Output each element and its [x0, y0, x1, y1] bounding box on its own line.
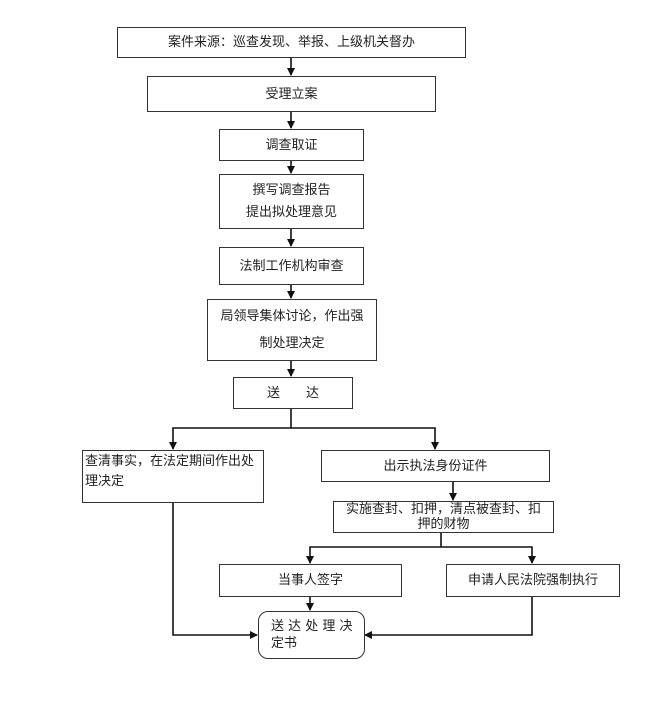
- node-clarify-facts-line1: 查清事实，在法定期间作出处: [85, 454, 255, 469]
- node-write-report-line2: 提出拟处理意见: [245, 205, 337, 220]
- node-clarify-facts-line2: 理决定: [85, 474, 125, 489]
- node-party-sign: 当事人签字: [219, 564, 402, 597]
- node-deliver: 送 达: [233, 377, 353, 409]
- node-party-sign-text: 当事人签字: [277, 573, 343, 588]
- node-leader-decision-line2: 制处理决定: [259, 336, 325, 351]
- edge-seize-sign: [306, 546, 441, 564]
- node-write-report-line1: 撰写调查报告: [252, 183, 331, 198]
- node-seize-property: 实施查封、扣押，清点被查封、扣 押的财物: [333, 501, 554, 533]
- node-accept-case: 受理立案: [147, 76, 436, 112]
- edge-court-deliverdecision: [364, 596, 533, 639]
- node-apply-court: 申请人民法院强制执行: [446, 564, 620, 597]
- node-deliver-decision: 送 达 处 理 决 定书: [258, 611, 365, 659]
- node-seize-property-line1: 实施查封、扣押，清点被查封、扣: [345, 502, 541, 517]
- edge-seize-court: [441, 546, 536, 564]
- node-leader-decision: 局领导集体讨论，作出强 制处理决定: [207, 299, 377, 361]
- node-seize-property-line2: 押的财物: [417, 517, 470, 532]
- node-case-source: 案件来源：巡查发现、举报、上级机关督办: [117, 27, 466, 58]
- node-legal-review-text: 法制工作机构审查: [239, 258, 344, 274]
- node-clarify-facts: 查清事实，在法定期间作出处 理决定: [82, 450, 264, 503]
- node-accept-case-text: 受理立案: [265, 86, 318, 102]
- node-show-id: 出示执法身份证件: [321, 450, 550, 482]
- node-investigate: 调查取证: [219, 129, 364, 161]
- node-show-id-text: 出示执法身份证件: [383, 458, 488, 474]
- node-legal-review: 法制工作机构审查: [219, 247, 364, 285]
- node-deliver-text: 送 达: [266, 385, 319, 401]
- node-case-source-text: 案件来源：巡查发现、举报、上级机关督办: [167, 35, 415, 50]
- node-deliver-decision-line1: 送 达 处 理 决: [271, 619, 353, 634]
- edge-clarify-deliverdecision: [172, 502, 258, 639]
- node-leader-decision-line1: 局领导集体讨论，作出强: [220, 309, 364, 324]
- edge-deliver-showid: [291, 427, 439, 450]
- node-investigate-text: 调查取证: [265, 137, 318, 153]
- node-deliver-decision-line2: 定书: [271, 636, 298, 651]
- edge-deliver-clarify: [169, 427, 291, 450]
- node-apply-court-text: 申请人民法院强制执行: [467, 573, 598, 588]
- node-write-report: 撰写调查报告 提出拟处理意见: [219, 174, 364, 229]
